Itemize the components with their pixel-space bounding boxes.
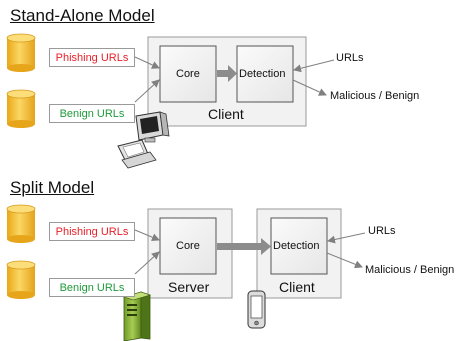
standalone-urls-label: URLs	[336, 52, 364, 64]
split-detection-label: Detection	[273, 240, 320, 252]
split-benign-database-icon	[6, 260, 36, 299]
split-phishing-urls-label: Phishing URLs	[49, 222, 135, 241]
standalone-benign-arrow	[134, 79, 160, 103]
mobile-device-icon	[247, 290, 266, 329]
split-urls-label: URLs	[368, 225, 396, 237]
split-core-label: Core	[176, 240, 200, 252]
split-core-to-detection-arrow	[217, 238, 271, 255]
split-client-label: Client	[279, 279, 315, 295]
split-output-label: Malicious / Benign	[365, 264, 455, 276]
standalone-model-title: Stand-Alone Model	[10, 6, 155, 25]
standalone-urls-arrow	[293, 59, 335, 73]
split-phishing-database-icon	[6, 204, 36, 243]
standalone-detection-label: Detection	[239, 68, 286, 80]
split-benign-arrow	[134, 251, 160, 275]
split-output-arrow	[326, 252, 363, 269]
split-server-label: Server	[168, 279, 210, 295]
standalone-output-label: Malicious / Benign	[330, 90, 420, 102]
split-model-title: Split Model	[10, 178, 95, 197]
standalone-benign-urls-label: Benign URLs	[49, 104, 135, 123]
standalone-output-arrow	[292, 79, 327, 96]
standalone-phishing-urls-label: Phishing URLs	[49, 48, 135, 67]
benign-database-icon	[6, 89, 36, 128]
split-phishing-arrow	[134, 229, 160, 241]
standalone-client-label: Client	[208, 106, 244, 122]
standalone-core-box	[159, 45, 217, 103]
split-benign-urls-label: Benign URLs	[49, 278, 135, 297]
server-tower-icon	[122, 291, 152, 341]
standalone-phishing-arrow	[134, 56, 160, 69]
desktop-computer-icon	[117, 111, 170, 169]
standalone-detection-box	[236, 45, 294, 103]
standalone-core-label: Core	[176, 68, 200, 80]
standalone-core-to-detection-arrow	[217, 65, 237, 82]
phishing-database-icon	[6, 33, 36, 72]
split-core-box	[159, 217, 217, 275]
split-detection-box	[270, 217, 328, 275]
split-urls-arrow	[327, 232, 366, 244]
